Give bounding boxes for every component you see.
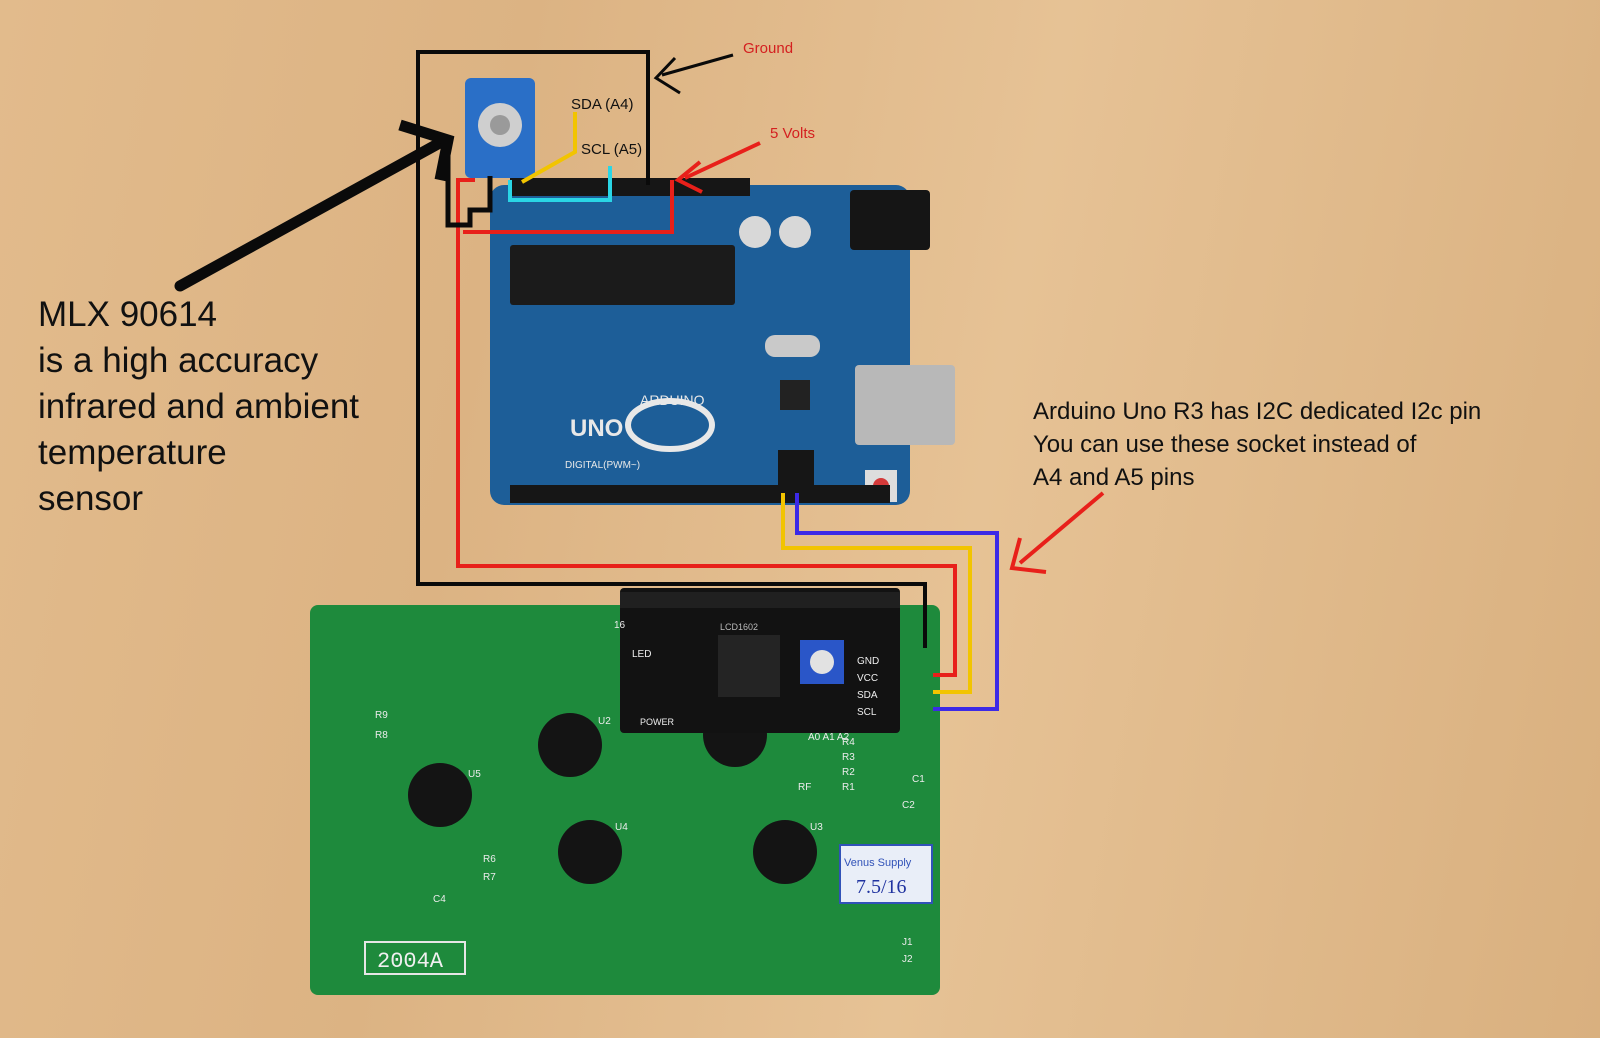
lcd-cap-c1: C1 — [912, 774, 925, 785]
lcd-res-r4: R4 — [842, 737, 855, 748]
sensor-note-line: MLX 90614 — [38, 295, 218, 334]
lcd-cap-c4: C4 — [433, 894, 446, 905]
backpack-power-text: POWER — [640, 717, 675, 727]
lcd-chip-label-u4: U4 — [615, 822, 628, 833]
icsp-header — [778, 450, 814, 490]
sticker-date-text: 7.5/16 — [856, 876, 907, 898]
lcd-chip-label-u5: U5 — [468, 769, 481, 780]
digital-header-text: DIGITAL(PWM~) — [565, 460, 640, 471]
ground-arrow-line — [661, 53, 734, 77]
sensor-gnd-stub — [445, 148, 493, 228]
backpack-pin-vcc: VCC — [857, 673, 878, 684]
scl-jumper-cyan — [508, 166, 612, 202]
usb-chip — [780, 380, 810, 410]
lcd-res-r7: R7 — [483, 872, 496, 883]
vcc-wire-red-upper — [463, 180, 674, 234]
backpack-ic — [718, 635, 780, 697]
sda-wire-yellow — [781, 493, 972, 694]
sensor-arrow-head — [398, 119, 455, 182]
lcd-res-r9: R9 — [375, 710, 388, 721]
sensor-note-line: sensor — [38, 479, 144, 518]
venus-supply-sticker — [839, 844, 933, 904]
arduino-uno-board: ARDUINO UNO DIGITAL(PWM~) — [490, 178, 955, 505]
i2c-note: Arduino Uno R3 has I2C dedicated I2c pin… — [1033, 395, 1481, 494]
annotation-arrows — [174, 53, 1105, 574]
lcd-res-r2: R2 — [842, 767, 855, 778]
backpack-addr-text: A0 A1 A2 — [808, 732, 850, 743]
crystal — [765, 335, 820, 357]
sensor-note-line: temperature — [38, 433, 227, 472]
lcd-res-r8: R8 — [375, 730, 388, 741]
sda-label: SDA (A4) — [571, 96, 634, 113]
sensor-note-line: infrared and ambient — [38, 387, 360, 426]
lcd-res-rf: RF — [798, 782, 811, 793]
lcd-chip-blob — [753, 820, 817, 884]
ground-wire-black — [416, 50, 927, 648]
ground-arrow-head — [653, 56, 681, 95]
lcd-chip-blob — [408, 763, 472, 827]
backpack-led-text: LED — [632, 649, 651, 660]
ground-label: Ground — [743, 40, 794, 57]
i2c-backpack-module: 16 LED POWER LCD1602 A0 A1 A2 GND VCC SD… — [614, 588, 900, 743]
five-volts-label: 5 Volts — [770, 125, 816, 142]
lcd-chip-blob — [538, 713, 602, 777]
backpack-pin-gnd: GND — [857, 656, 879, 667]
backpack-pin16-text: 16 — [614, 620, 626, 631]
i2c-note-line: Arduino Uno R3 has I2C dedicated I2c pin — [1033, 398, 1482, 425]
i2c-arrow-head — [1009, 537, 1047, 574]
five-volts-arrow-head — [674, 160, 703, 194]
sensor-note-line: is a high accuracy — [38, 341, 319, 380]
i2c-note-line: A4 and A5 pins — [1033, 464, 1195, 491]
sticker-brand-text: Venus Supply — [844, 857, 912, 869]
lcd-jumper-j2: J2 — [902, 954, 913, 965]
atmega-chip — [510, 245, 735, 305]
backpack-pin-sda: SDA — [857, 690, 878, 701]
lcd-model-box — [364, 941, 466, 975]
five-volts-arrow-line — [684, 141, 761, 180]
capacitor — [779, 216, 811, 248]
scl-wire-blue — [795, 493, 999, 711]
i2c-arrow-line — [1018, 491, 1105, 565]
lcd-chip-blob — [558, 820, 622, 884]
lcd-chip-label-u2: U2 — [598, 716, 611, 727]
lcd-cap-c2: C2 — [902, 800, 915, 811]
usb-b-port — [855, 365, 955, 445]
sensor-arrow-line — [174, 134, 451, 292]
lcd-chip-label-u3: U3 — [810, 822, 823, 833]
lcd-model-text: 2004A — [377, 949, 444, 974]
backpack-pin-scl: SCL — [857, 707, 877, 718]
scl-label: SCL (A5) — [581, 141, 643, 158]
power-header-bottom — [510, 485, 890, 503]
arduino-logo — [625, 398, 715, 452]
lcd-jumper-j1: J1 — [902, 937, 913, 948]
arduino-model-text: UNO — [570, 415, 623, 442]
i2c-note-line: You can use these socket instead of — [1033, 431, 1417, 458]
dc-power-jack — [850, 190, 930, 250]
mlx90614-sensor-module — [465, 78, 535, 178]
vcc-wire-red — [456, 178, 957, 677]
lcd-res-r6: R6 — [483, 854, 496, 865]
sda-jumper-yellow — [521, 112, 577, 184]
lcd-res-r3: R3 — [842, 752, 855, 763]
sensor-note: MLX 90614 is a high accuracy infrared an… — [38, 292, 359, 522]
backpack-chip-text: LCD1602 — [720, 622, 758, 632]
wiring — [416, 50, 999, 711]
arduino-brand-text: ARDUINO — [640, 392, 705, 408]
lcd-res-r1: R1 — [842, 782, 855, 793]
capacitor — [739, 216, 771, 248]
